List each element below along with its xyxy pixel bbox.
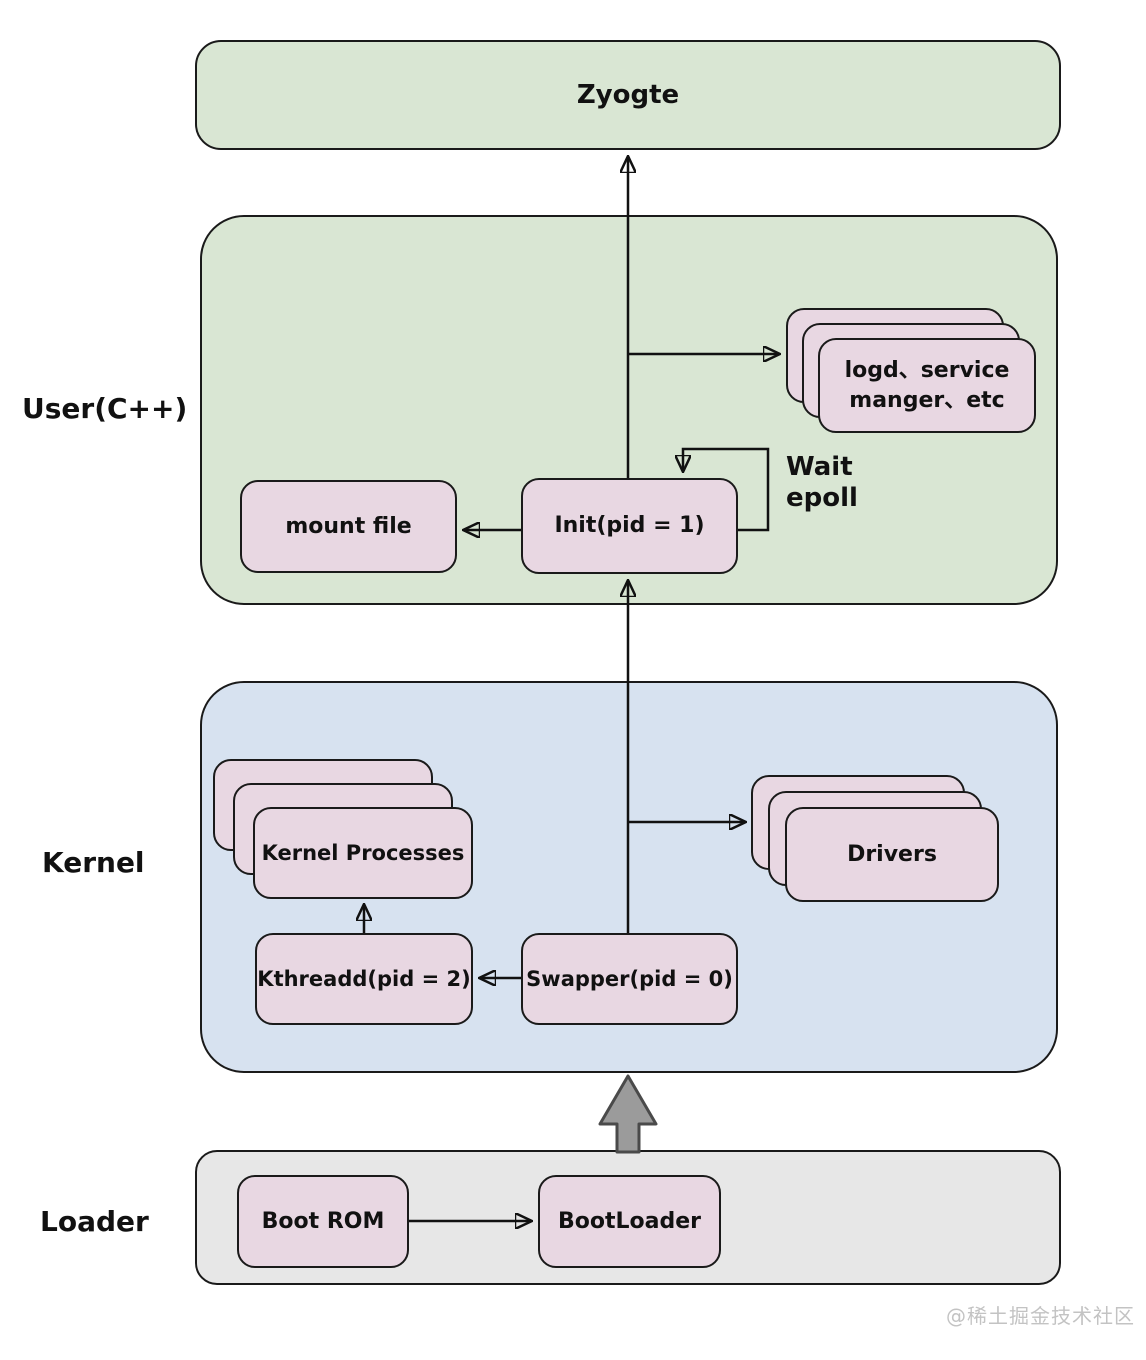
boot-loader-label: BootLoader — [557, 1208, 701, 1234]
init-label: Init(pid = 1) — [554, 513, 705, 539]
mount-file-label: mount file — [285, 513, 412, 539]
boot-rom-node: Boot ROM — [237, 1175, 409, 1268]
kernel-space-label: Kernel — [42, 846, 145, 879]
logd-services-node: logd、service manger、etc — [818, 338, 1036, 433]
drivers-node: Drivers — [785, 807, 999, 902]
zygote-label: Zyogte — [576, 80, 680, 110]
logd-services-label: logd、service manger、etc — [844, 357, 1010, 413]
kernel-processes-label: Kernel Processes — [261, 840, 465, 865]
wait-epoll-label: Wait epoll — [786, 452, 858, 514]
swapper-label: Swapper(pid = 0) — [526, 966, 733, 991]
swapper-node: Swapper(pid = 0) — [521, 933, 738, 1025]
kernel-processes-node: Kernel Processes — [253, 807, 473, 899]
mount-file-node: mount file — [240, 480, 457, 573]
loader-space-label: Loader — [40, 1205, 149, 1238]
boot-rom-label: Boot ROM — [261, 1208, 385, 1234]
init-node: Init(pid = 1) — [521, 478, 738, 574]
kthreadd-node: Kthreadd(pid = 2) — [255, 933, 473, 1025]
user-space-label: User(C++) — [22, 392, 188, 425]
zygote-box: Zyogte — [195, 40, 1061, 150]
watermark-text: @稀土掘金技术社区 — [946, 1304, 1135, 1328]
drivers-label: Drivers — [847, 841, 937, 867]
kthreadd-label: Kthreadd(pid = 2) — [257, 966, 471, 991]
boot-loader-node: BootLoader — [538, 1175, 721, 1268]
big-arrow-loader-to-kernel — [598, 1074, 658, 1154]
